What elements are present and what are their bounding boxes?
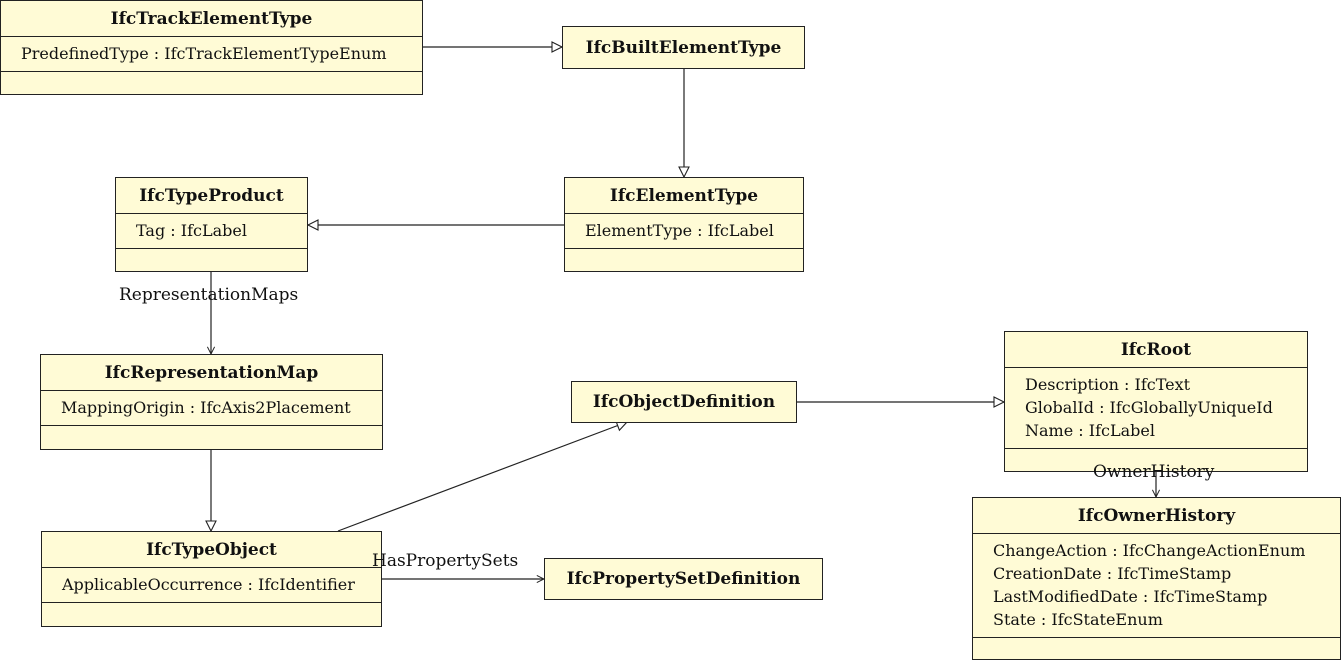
attribute: ElementType : IfcLabel: [585, 221, 774, 240]
class-ifctrackelementtype[interactable]: IfcTrackElementType PredefinedType : Ifc…: [0, 0, 423, 95]
attribute-list: Description : IfcText GlobalId : IfcGlob…: [1005, 368, 1307, 449]
class-name: IfcOwnerHistory: [973, 498, 1340, 534]
attribute-list: ChangeAction : IfcChangeActionEnum Creat…: [973, 534, 1340, 638]
class-name: IfcElementType: [565, 178, 803, 214]
class-ifcbuiltelementtype[interactable]: IfcBuiltElementType: [562, 26, 805, 69]
class-name: IfcTrackElementType: [1, 1, 422, 37]
attribute: MappingOrigin : IfcAxis2Placement: [61, 398, 351, 417]
class-name: IfcTypeObject: [42, 532, 381, 568]
class-name: IfcRoot: [1005, 332, 1307, 368]
attribute: CreationDate : IfcTimeStamp: [993, 564, 1232, 583]
attribute-list: Tag : IfcLabel: [116, 214, 307, 249]
attribute: ChangeAction : IfcChangeActionEnum: [993, 541, 1306, 560]
class-ifctypeproduct[interactable]: IfcTypeProduct Tag : IfcLabel: [115, 177, 308, 272]
attribute: GlobalId : IfcGloballyUniqueId: [1025, 398, 1273, 417]
attribute: Description : IfcText: [1025, 375, 1191, 394]
attribute: Tag : IfcLabel: [136, 221, 247, 240]
class-ifcobjectdefinition[interactable]: IfcObjectDefinition: [571, 381, 797, 423]
class-ifcownerhistory[interactable]: IfcOwnerHistory ChangeAction : IfcChange…: [972, 497, 1341, 660]
attribute-list: PredefinedType : IfcTrackElementTypeEnum: [1, 37, 422, 72]
class-ifcpropertysetdefinition[interactable]: IfcPropertySetDefinition: [544, 558, 823, 600]
class-ifctypeobject[interactable]: IfcTypeObject ApplicableOccurrence : Ifc…: [41, 531, 382, 627]
attribute-list: MappingOrigin : IfcAxis2Placement: [41, 391, 382, 426]
class-name: IfcObjectDefinition: [592, 392, 776, 412]
generalization-typeobject-objectdefinition: [337, 422, 627, 532]
association-label-representationmaps: RepresentationMaps: [119, 285, 299, 305]
class-ifcrepresentationmap[interactable]: IfcRepresentationMap MappingOrigin : Ifc…: [40, 354, 383, 450]
class-ifcelementtype[interactable]: IfcElementType ElementType : IfcLabel: [564, 177, 804, 272]
association-label-ownerhistory: OwnerHistory: [1093, 462, 1215, 482]
attribute: ApplicableOccurrence : IfcIdentifier: [62, 575, 355, 594]
attribute-list: ElementType : IfcLabel: [565, 214, 803, 249]
class-name: IfcRepresentationMap: [41, 355, 382, 391]
attribute-list: ApplicableOccurrence : IfcIdentifier: [42, 568, 381, 603]
attribute: Name : IfcLabel: [1025, 421, 1155, 440]
class-name: IfcPropertySetDefinition: [566, 569, 801, 589]
attribute: State : IfcStateEnum: [993, 610, 1163, 629]
attribute: LastModifiedDate : IfcTimeStamp: [993, 587, 1268, 606]
association-label-haspropertysets: HasPropertySets: [372, 551, 519, 571]
attribute: PredefinedType : IfcTrackElementTypeEnum: [21, 44, 387, 63]
class-name: IfcBuiltElementType: [585, 37, 782, 58]
class-ifcroot[interactable]: IfcRoot Description : IfcText GlobalId :…: [1004, 331, 1308, 472]
class-name: IfcTypeProduct: [116, 178, 307, 214]
